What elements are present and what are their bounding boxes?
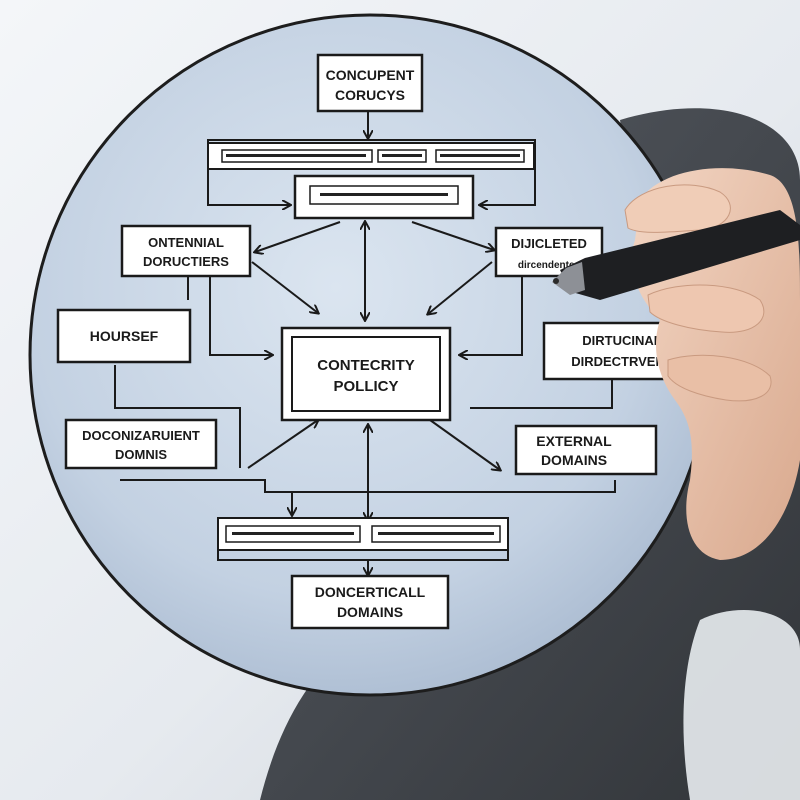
arrow-right-lower <box>429 419 500 470</box>
connectors <box>114 112 616 575</box>
shirt-cuff <box>683 610 800 800</box>
pen-point <box>553 278 559 284</box>
sub-concept-bar <box>293 174 475 220</box>
node-right-upper: DIJICLETED dircendentes <box>494 226 604 278</box>
node-left-middle: HOURSEF <box>56 308 192 364</box>
node-left-lower-line1: DOCONIZARUIENT <box>82 428 200 443</box>
arrow-left-upper-out <box>251 261 318 313</box>
node-left-lower-line2: DOMNIS <box>115 447 167 462</box>
finger-3 <box>667 354 772 402</box>
pen-tip <box>552 262 585 295</box>
node-right-middle-line1: DIRTUCINAL <box>582 333 661 348</box>
node-right-middle-line2: DIRDECTRVENT <box>571 354 673 369</box>
node-top-concept-line1: CONCUPENT <box>326 67 415 83</box>
pen <box>560 210 800 300</box>
bottom-bar-slot-2 <box>371 525 501 543</box>
top-bar-slot-2 <box>377 149 427 163</box>
hand-with-pen <box>552 168 800 561</box>
node-left-middle-line1: HOURSEF <box>90 328 159 344</box>
left-lower-link <box>114 365 241 468</box>
node-left-upper-line1: ONTENNIAL <box>148 235 224 250</box>
node-bottom-line2: DOMAINS <box>337 604 403 620</box>
node-bottom: DONCERTICALL DOMAINS <box>290 574 450 630</box>
node-top-concept-line2: CORUCYS <box>335 87 405 103</box>
bottom-bar-slot-1 <box>225 525 361 543</box>
finger-1 <box>624 184 731 233</box>
node-center: CONTECRITY POLLICY <box>280 326 452 422</box>
arrow-right-upper-in <box>411 221 494 250</box>
node-right-upper-line1: DIJICLETED <box>511 236 587 251</box>
node-right-upper-line2: dircendentes <box>518 260 581 271</box>
node-bottom-line1: DONCERTICALL <box>315 584 426 600</box>
right-middle-link <box>470 380 613 409</box>
node-top-concept: CONCUPENT CORUCYS <box>316 53 424 113</box>
top-bar <box>207 142 535 170</box>
node-right-lower-line1: EXTERNAL <box>536 433 612 449</box>
right-vertical <box>460 275 523 355</box>
arrow-left-lower <box>247 420 318 469</box>
node-center-line2: POLLICY <box>333 378 398 395</box>
arrow-left-upper-in <box>255 221 341 252</box>
node-left-upper: ONTENNIAL DORUCTIERS <box>120 224 252 278</box>
bottom-bracket <box>120 479 616 493</box>
bottom-frame <box>217 550 509 561</box>
node-right-lower-line2: DOMAINS <box>541 452 607 468</box>
top-bar-slot-1 <box>221 149 373 163</box>
left-vertical <box>209 275 272 355</box>
node-left-lower: DOCONIZARUIENT DOMNIS <box>64 418 218 470</box>
finger-2 <box>647 284 765 333</box>
node-left-upper-line2: DORUCTIERS <box>143 254 229 269</box>
arrow-right-upper-out <box>428 261 493 314</box>
node-center-line1: CONTECRITY <box>317 357 415 374</box>
top-bar-slot-3 <box>435 149 525 163</box>
bottom-bar <box>217 517 509 551</box>
node-right-lower: EXTERNAL DOMAINS <box>514 424 658 476</box>
right-bracket <box>480 185 536 205</box>
